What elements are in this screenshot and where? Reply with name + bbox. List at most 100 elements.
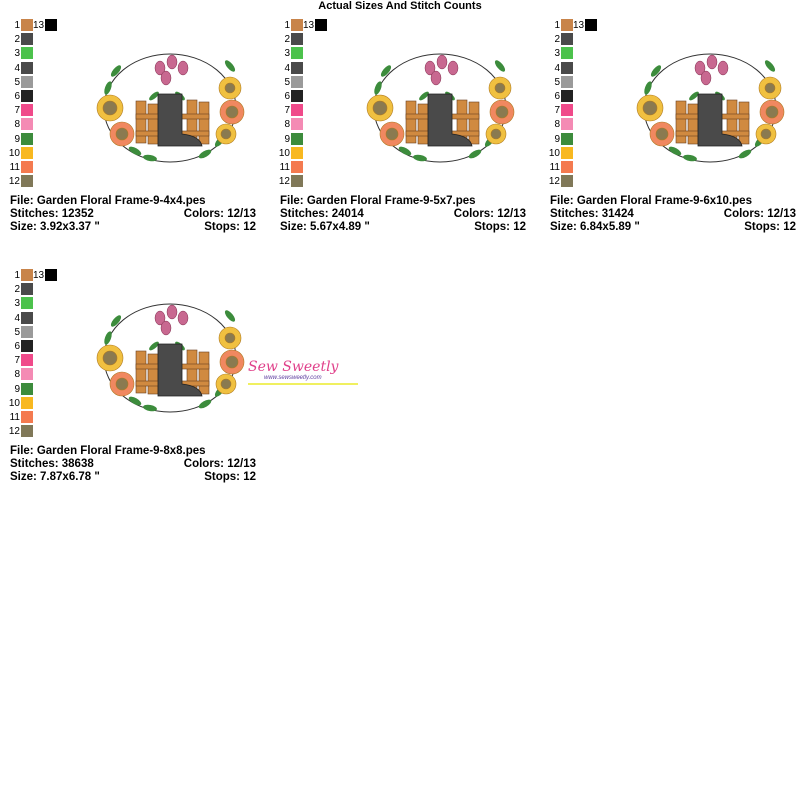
color-box (21, 161, 33, 173)
color-number: 13 (33, 270, 45, 281)
color-number: 1 (284, 20, 290, 31)
color-swatch-13: 13 (33, 269, 58, 282)
color-swatch: 3 (540, 47, 573, 60)
design-preview-image (360, 36, 520, 181)
design-preview-image (90, 286, 250, 431)
color-number: 4 (14, 312, 20, 324)
color-number: 8 (284, 119, 290, 131)
color-box (21, 325, 33, 338)
stop-count: Stops: 12 (204, 471, 256, 483)
color-number: 9 (284, 133, 290, 145)
color-swatch: 9 (0, 382, 33, 396)
color-swatch: 9 (0, 132, 33, 146)
color-number: 3 (554, 48, 560, 60)
color-box (21, 118, 33, 131)
color-box (291, 132, 303, 145)
color-box (291, 61, 303, 74)
color-swatch: 2 (0, 283, 33, 296)
color-swatch: 9 (540, 132, 573, 146)
color-box (21, 340, 33, 352)
color-swatch: 8 (270, 118, 303, 131)
color-box (561, 47, 573, 60)
color-box (45, 269, 58, 281)
color-swatch: 4 (0, 311, 33, 325)
color-swatch: 10 (0, 146, 33, 160)
stitch-count: Stitches: 24014 (280, 208, 364, 220)
color-number: 11 (9, 162, 20, 173)
color-box (21, 269, 33, 281)
color-number: 3 (284, 48, 290, 60)
color-box (21, 146, 33, 159)
color-swatch: 9 (270, 132, 303, 146)
color-box (291, 118, 303, 131)
stop-count: Stops: 12 (744, 221, 796, 233)
file-name: File: Garden Floral Frame-9-4x4.pes (10, 195, 206, 207)
color-swatch: 1 (540, 19, 573, 32)
color-box (21, 354, 33, 367)
color-number: 5 (284, 76, 290, 88)
color-box (21, 283, 33, 296)
color-swatch: 11 (0, 411, 33, 424)
design-info: File: Garden Floral Frame-9-6x10.pes Sti… (550, 195, 796, 234)
color-swatch: 4 (270, 61, 303, 75)
color-number: 9 (14, 383, 20, 395)
file-name: File: Garden Floral Frame-9-5x7.pes (280, 195, 476, 207)
color-swatch: 2 (0, 33, 33, 46)
color-number: 9 (14, 133, 20, 145)
color-swatch: 3 (0, 297, 33, 310)
color-swatch: 5 (0, 75, 33, 89)
color-number: 8 (14, 369, 20, 381)
color-box (21, 33, 33, 46)
color-swatch: 6 (0, 90, 33, 103)
color-number: 11 (9, 412, 20, 423)
color-swatch: 11 (0, 161, 33, 174)
color-number: 11 (549, 162, 560, 173)
color-box (561, 75, 573, 88)
color-swatch: 1 (0, 269, 33, 282)
color-count: Colors: 12/13 (183, 208, 256, 220)
watermark-swirl (248, 383, 358, 385)
design-size: Size: 6.84x5.89 " (550, 221, 640, 233)
color-swatch: 5 (270, 75, 303, 89)
color-box (561, 61, 573, 74)
color-box (561, 90, 573, 102)
color-number: 12 (278, 176, 290, 188)
color-number: 10 (8, 147, 20, 159)
color-number: 12 (8, 426, 20, 438)
color-number: 13 (33, 20, 45, 31)
color-box (291, 75, 303, 88)
color-box (21, 47, 33, 60)
color-box (561, 146, 573, 159)
color-number: 6 (554, 91, 560, 102)
color-number: 7 (14, 355, 20, 367)
color-swatch: 10 (270, 146, 303, 160)
color-swatch-13: 13 (573, 19, 598, 32)
color-box (561, 161, 573, 173)
color-number: 5 (14, 326, 20, 338)
design-size: Size: 3.92x3.37 " (10, 221, 100, 233)
stop-count: Stops: 12 (204, 221, 256, 233)
color-number: 2 (14, 284, 20, 296)
color-number: 2 (14, 34, 20, 46)
color-swatch: 8 (0, 118, 33, 131)
color-swatch: 2 (540, 33, 573, 46)
color-number: 8 (14, 119, 20, 131)
color-number: 3 (14, 298, 20, 310)
color-swatch: 10 (0, 396, 33, 410)
color-swatch: 8 (540, 118, 573, 131)
color-swatch: 2 (270, 33, 303, 46)
design-preview-image (90, 36, 250, 181)
color-number: 1 (14, 20, 20, 31)
color-box (21, 61, 33, 74)
color-number: 2 (284, 34, 290, 46)
color-box (561, 132, 573, 145)
file-name: File: Garden Floral Frame-9-8x8.pes (10, 445, 206, 457)
color-count: Colors: 12/13 (183, 458, 256, 470)
design-info: File: Garden Floral Frame-9-4x4.pes Stit… (10, 195, 256, 234)
design-preview-image (630, 36, 790, 181)
color-number: 10 (8, 397, 20, 409)
color-swatch-13: 13 (33, 19, 58, 32)
color-box (291, 33, 303, 46)
